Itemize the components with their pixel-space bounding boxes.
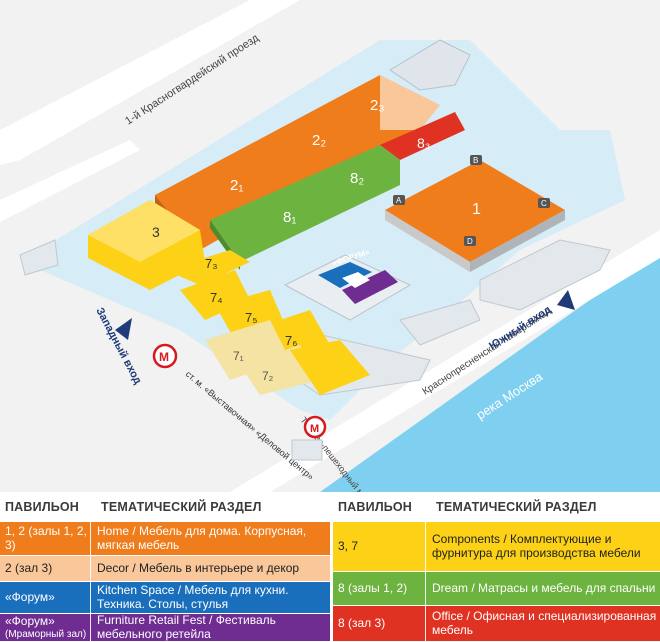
expo-ground [40, 40, 625, 420]
legend-pavilion: «Форум» [5, 589, 55, 604]
bridge-metro: M [291, 415, 327, 461]
legend-header-pavilion: ПАВИЛЬОН [338, 500, 412, 514]
legend-section: Dream / Матрасы и мебель для спальни [425, 572, 660, 605]
building-south-east-2 [399, 299, 481, 346]
legend-left-header: ПАВИЛЬОН ТЕМАТИЧЕСКИЙ РАЗДЕЛ [0, 492, 330, 522]
legend-section: Components / Комплектующие и фурнитура д… [425, 522, 660, 571]
legend-section: Home / Мебель для дома. Корпусная, мягка… [90, 522, 330, 555]
legend-row-decor: 2 (зал 3) Decor / Мебель в интерьере и д… [0, 556, 330, 582]
hall-3-top [88, 200, 200, 262]
corner-a-marker: A [393, 195, 405, 205]
svg-text:M: M [310, 423, 319, 435]
forum-purple [342, 270, 398, 304]
legend-pavilion: 8 (залы 1, 2) [338, 580, 408, 595]
svg-text:B: B [473, 156, 478, 165]
metro-icon [152, 343, 178, 369]
legend-pavilion: 8 (зал 3) [338, 615, 386, 630]
legend-row-retail: «Форум» (Мраморный зал) Furniture Retail… [0, 613, 330, 642]
label-hall-7-1: 7₁ [233, 349, 244, 363]
label-hall-7-4: 7₄ [210, 290, 223, 305]
legend-header-section: ТЕМАТИЧЕСКИЙ РАЗДЕЛ [101, 500, 262, 514]
legend-section: Furniture Retail Fest / Фестиваль мебель… [90, 613, 330, 641]
hall-7-3 [165, 250, 250, 285]
label-hall-1: 1 [472, 201, 481, 218]
legend-left: ПАВИЛЬОН ТЕМАТИЧЕСКИЙ РАЗДЕЛ 1, 2 (залы … [0, 492, 330, 642]
legend-row-components: 3, 7 Components / Комплектующие и фурнит… [333, 522, 660, 572]
legend-section: Office / Офисная и специализированная ме… [425, 606, 660, 641]
legend-pavilion: 2 (зал 3) [5, 560, 53, 575]
forum-blue [318, 262, 372, 288]
forum-center [342, 272, 370, 288]
legend-right: ПАВИЛЬОН ТЕМАТИЧЕСКИЙ РАЗДЕЛ 3, 7 Compon… [333, 492, 660, 642]
label-hall-2-1: 2₁ [230, 177, 243, 194]
legend-pavilion: 1, 2 (залы 1, 2, 3) [5, 523, 87, 552]
building-southeast [479, 239, 611, 311]
legend-section: Decor / Мебель в интерьере и декор [90, 556, 330, 581]
legend-pavilion: 3, 7 [338, 538, 359, 553]
hall-8-3 [380, 112, 465, 160]
legend-section: Kitchen Space / Мебель для кухни. Техник… [90, 582, 330, 613]
street-west [0, 140, 140, 222]
venue-map: 3 2₁ 2₂ 2₃ 8₃ 8₂ 8₁ 1 7₃ 7₄ 7₅ 7₆ 7₁ 7₂ … [0, 0, 660, 492]
street-proezd [0, 0, 300, 165]
legend-row-dream: 8 (залы 1, 2) Dream / Матрасы и мебель д… [333, 572, 660, 606]
river-area [320, 250, 660, 492]
svg-text:A: A [396, 196, 402, 205]
south-entrance-arrow-icon [557, 290, 575, 310]
legend-header-section: ТЕМАТИЧЕСКИЙ РАЗДЕЛ [436, 500, 597, 514]
label-hall-7-2: 7₂ [262, 369, 274, 383]
hall-1 [385, 160, 565, 262]
corner-c-marker: C [538, 198, 550, 208]
svg-text:D: D [467, 237, 473, 246]
label-hall-7-3: 7₃ [205, 256, 218, 271]
hall-8-body [210, 145, 400, 262]
label-hall-7-6: 7₆ [285, 333, 297, 348]
bridge-pavilion [291, 439, 323, 461]
hall-2-body [155, 75, 420, 250]
legend-row-kitchen: «Форум» Kitchen Space / Мебель для кухни… [0, 582, 330, 614]
label-hall-3: 3 [152, 224, 160, 240]
legend-row-office: 8 (зал 3) Office / Офисная и специализир… [333, 606, 660, 642]
legend-pavilion-sub: (Мраморный зал) [5, 628, 87, 640]
svg-text:M: M [159, 350, 169, 364]
label-hall-8-1: 8₁ [283, 209, 296, 226]
label-hall-7-5: 7₅ [245, 310, 257, 325]
label-hall-2-3: 2₃ [370, 97, 384, 114]
label-hall-2-2: 2₂ [312, 132, 326, 149]
corner-d-marker: D [464, 236, 476, 246]
building-north [389, 39, 471, 91]
legend-pavilion-name: «Форум» [5, 613, 55, 628]
label-hall-8-3: 8₃ [417, 135, 431, 151]
corner-b-marker: B [470, 155, 482, 165]
hall-2-3 [380, 75, 440, 130]
hall-1-side-a [385, 210, 470, 272]
bridge-metro-icon [303, 415, 327, 439]
west-entrance-arrow-icon [115, 318, 132, 340]
legend: ПАВИЛЬОН ТЕМАТИЧЕСКИЙ РАЗДЕЛ 1, 2 (залы … [0, 492, 660, 642]
hall-7-extra [290, 340, 370, 395]
legend-header-pavilion: ПАВИЛЬОН [5, 500, 79, 514]
legend-row-home: 1, 2 (залы 1, 2, 3) Home / Мебель для до… [0, 522, 330, 556]
svg-text:C: C [541, 199, 547, 208]
building-west-small [19, 239, 59, 276]
label-hall-8-2: 8₂ [350, 170, 364, 187]
legend-right-header: ПАВИЛЬОН ТЕМАТИЧЕСКИЙ РАЗДЕЛ [333, 492, 660, 522]
street-embankment [230, 230, 660, 492]
legend-pavilion: «Форум» (Мраморный зал) [0, 614, 90, 641]
hall-1-side-b [470, 210, 565, 272]
